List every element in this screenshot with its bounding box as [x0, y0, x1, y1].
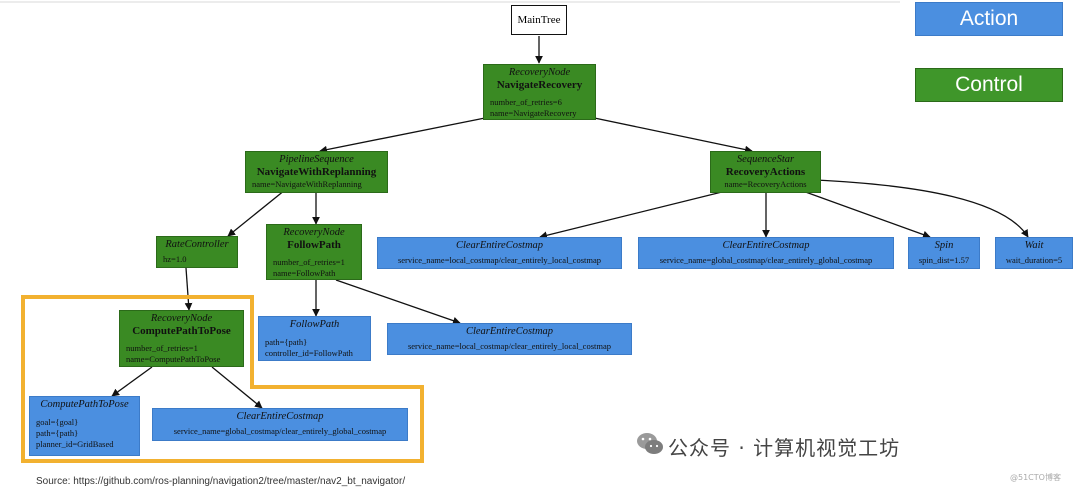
- node-param: service_name=local_costmap/clear_entirel…: [407, 341, 612, 351]
- node-name: FollowPath: [287, 239, 341, 251]
- node-clear-local-costmap: ClearEntireCostmap service_name=local_co…: [377, 237, 622, 269]
- edge-recoveryactions-spin: [799, 189, 931, 239]
- node-type: RecoveryNode: [283, 227, 345, 238]
- edge-computepath-computepathaction: [111, 366, 153, 397]
- node-type: ClearEntireCostmap: [722, 240, 810, 251]
- node-param: planner_id=GridBased: [36, 439, 114, 449]
- edge-followpath-clearlocal: [335, 279, 461, 325]
- node-type: Spin: [934, 240, 954, 251]
- node-computepath-action: ComputePathToPose goal={goal} path={path…: [29, 396, 140, 456]
- brand-caption: 公众号 · 计算机视觉工坊: [668, 436, 901, 460]
- node-type: SequenceStar: [736, 154, 795, 165]
- legend-control: Control: [915, 68, 1063, 102]
- edge-navigaterecovery-replanning: [319, 114, 501, 154]
- node-param: number_of_retries=1: [126, 343, 198, 353]
- node-type: ComputePathToPose: [40, 399, 129, 410]
- node-type: FollowPath: [289, 319, 340, 330]
- node-followpath-recovery: RecoveryNode FollowPath number_of_retrie…: [266, 224, 362, 280]
- node-type: ClearEntireCostmap: [465, 326, 554, 337]
- node-navigate-with-replanning: PipelineSequence NavigateWithReplanning …: [245, 151, 388, 193]
- node-type: RateController: [165, 239, 229, 250]
- node-param: name=NavigateRecovery: [490, 108, 577, 118]
- node-param: name=FollowPath: [273, 268, 336, 278]
- node-followpath-action: FollowPath path={path} controller_id=Fol…: [258, 316, 371, 361]
- node-param: service_name=global_costmap/clear_entire…: [659, 255, 873, 265]
- edge-replanning-ratecontroller: [227, 189, 286, 237]
- node-spin: Spin spin_dist=1.57: [908, 237, 980, 269]
- node-param: hz=1.0: [163, 254, 187, 264]
- highlight-frame: [21, 295, 424, 463]
- node-type: PipelineSequence: [279, 154, 354, 165]
- edge-computepath-clearglobal: [211, 366, 263, 409]
- node-param: path={path}: [265, 337, 308, 347]
- node-param: wait_duration=5: [1005, 255, 1063, 265]
- node-param: name=RecoveryActions: [724, 179, 807, 189]
- edge-recoveryactions-wait: [814, 179, 1029, 238]
- edge-recoveryactions-clearlocal: [539, 189, 731, 240]
- node-type: RecoveryNode: [150, 313, 213, 324]
- node-param: spin_dist=1.57: [918, 255, 970, 265]
- node-clear-global-costmap-2: ClearEntireCostmap service_name=global_c…: [152, 408, 408, 441]
- node-recovery-actions: SequenceStar RecoveryActions name=Recove…: [710, 151, 821, 193]
- node-param: name=NavigateWithReplanning: [252, 179, 362, 189]
- node-type: ClearEntireCostmap: [455, 240, 544, 251]
- node-wait: Wait wait_duration=5: [995, 237, 1073, 269]
- watermark: @51CTO博客: [1010, 473, 1061, 482]
- edge-ratecontroller-computepathrecovery: [184, 267, 193, 311]
- node-rate-controller: RateController hz=1.0: [156, 236, 238, 268]
- node-param: service_name=local_costmap/clear_entirel…: [397, 255, 602, 265]
- node-clear-local-costmap-2: ClearEntireCostmap service_name=local_co…: [387, 323, 632, 355]
- node-param: name=ComputePathToPose: [126, 354, 221, 364]
- node-name: NavigateRecovery: [496, 79, 583, 91]
- node-param: path={path}: [36, 428, 79, 438]
- node-type: ClearEntireCostmap: [236, 411, 324, 422]
- node-param: goal={goal}: [36, 417, 79, 427]
- node-param: number_of_retries=1: [273, 257, 345, 267]
- node-param: controller_id=FollowPath: [265, 348, 353, 358]
- source-caption: Source: https://github.com/ros-planning/…: [36, 476, 406, 487]
- root-node: MainTree: [511, 5, 567, 35]
- node-name: RecoveryActions: [725, 166, 806, 178]
- node-type: RecoveryNode: [508, 67, 571, 78]
- node-type: Wait: [1024, 240, 1044, 251]
- node-name: NavigateWithReplanning: [256, 166, 377, 178]
- node-navigate-recovery: RecoveryNode NavigateRecovery number_of_…: [483, 64, 596, 120]
- node-param: service_name=global_costmap/clear_entire…: [173, 426, 387, 436]
- node-computepath-recovery: RecoveryNode ComputePathToPose number_of…: [119, 310, 244, 367]
- edge-navigaterecovery-recoveryactions: [579, 114, 753, 154]
- node-name: ComputePathToPose: [132, 325, 231, 337]
- node-param: number_of_retries=6: [490, 97, 562, 107]
- wechat-icon: [637, 433, 663, 454]
- legend-action: Action: [915, 2, 1063, 36]
- node-clear-global-costmap: ClearEntireCostmap service_name=global_c…: [638, 237, 894, 269]
